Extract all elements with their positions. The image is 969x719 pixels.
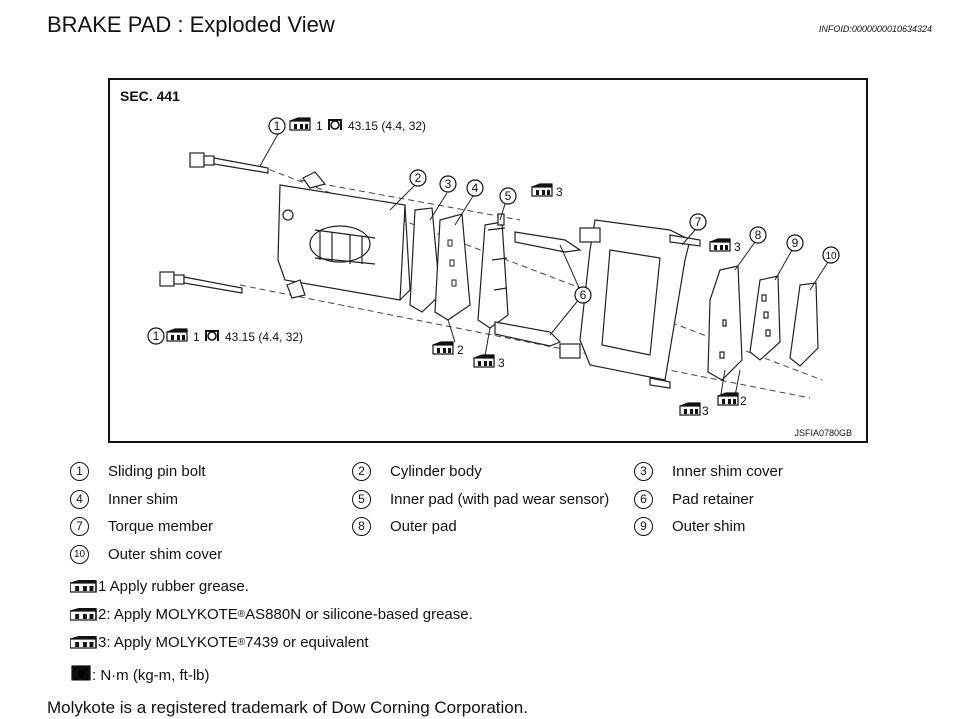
exploded-diagram: 1 2 3 4 5 6 7 8 9 10 1 1 43.15 (4.4, 32)… [147,117,840,418]
inner-shim-holes [447,239,457,287]
callout-3: 3 [445,177,452,191]
svg-text:1: 1 [193,330,200,344]
page-title: BRAKE PAD : Exploded View [47,12,335,37]
callout-9: 9 [792,236,799,250]
callout-bolt-bottom-spec: 1 43.15 (4.4, 32) [166,328,303,344]
note-torque-unit: : N·m (kg-m, ft-lb) [70,664,210,686]
note-grease-2: 2: Apply MOLYKOTE® AS880N or silicone-ba… [70,606,473,623]
svg-text:1: 1 [316,119,323,133]
callout-7: 7 [695,215,702,229]
grease-icon [70,580,97,593]
callout-1-bottom: 1 [153,329,160,343]
svg-text:2: 2 [457,343,464,357]
callout-1-top: 1 [274,119,281,133]
inner-shim [434,213,471,321]
section-label: SEC. 441 [120,88,180,104]
sliding-pin-bolt-top [189,152,269,174]
pad-retainer-top [514,231,582,253]
callout-10: 10 [825,251,837,262]
callout-6: 6 [580,288,587,302]
callout-2: 2 [415,171,422,185]
info-id: INFOID:0000000010634324 [818,24,932,34]
torque-member [559,219,701,389]
figure-id: JSFIA0780GB [794,428,852,438]
callout-5: 5 [505,189,512,203]
pad-retainer-bottom [494,321,562,347]
outer-shim [749,275,781,361]
svg-text:3: 3 [498,356,505,370]
svg-text:43.15 (4.4, 32): 43.15 (4.4, 32) [225,330,303,344]
inner-shim-cover [409,207,441,313]
callout-4: 4 [472,181,479,195]
callout-bolt-top-spec: 1 43.15 (4.4, 32) [289,117,426,133]
note-grease-1: 1 Apply rubber grease. [70,578,249,595]
outer-shim-cover [789,282,819,367]
trademark-note: Molykote is a registered trademark of Do… [47,698,528,717]
grease-icon [70,608,97,621]
callout-8: 8 [755,228,762,242]
svg-text:2: 2 [740,394,747,408]
wrench-icon [71,665,91,682]
svg-text:3: 3 [556,185,563,199]
sliding-pin-bolt-bottom [159,271,243,294]
outer-pad [707,265,743,381]
exploded-view-figure: SEC. 441 [108,78,868,443]
svg-text:43.15 (4.4, 32): 43.15 (4.4, 32) [348,119,426,133]
svg-text:3: 3 [734,240,741,254]
inner-pad [477,213,509,329]
cylinder-body [277,171,411,301]
note-grease-3: 3: Apply MOLYKOTE® 7439 or equivalent [70,634,369,651]
grease-icon [70,636,97,649]
svg-text:3: 3 [702,404,709,418]
